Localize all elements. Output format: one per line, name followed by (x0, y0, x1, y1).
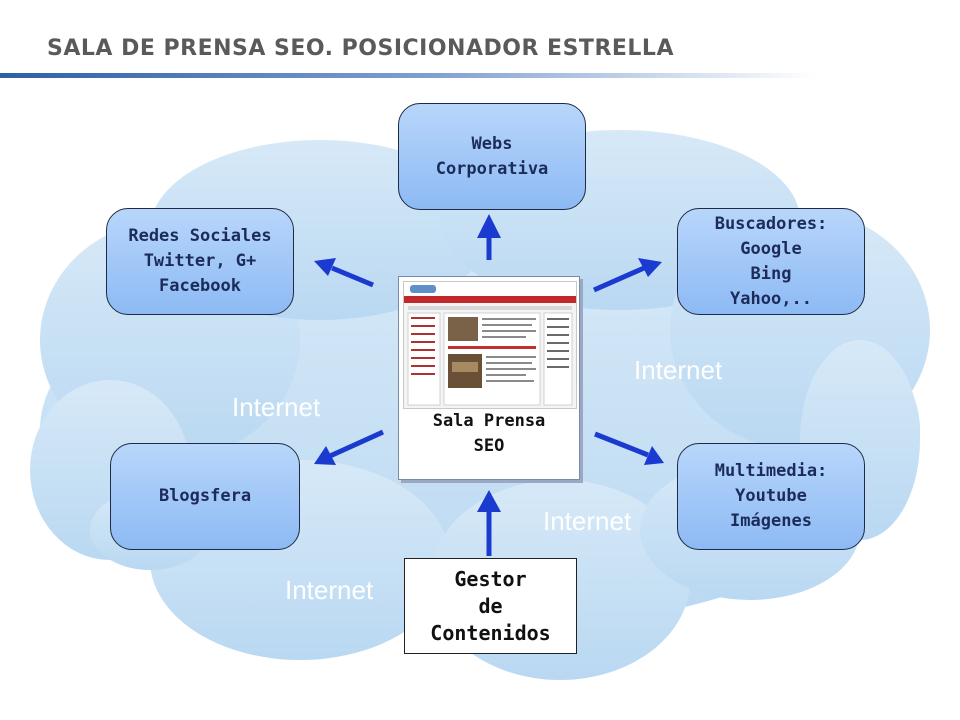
sala-prensa-label: Sala Prensa SEO (432, 411, 546, 456)
arrowhead-redes (314, 258, 336, 276)
internet-label: Internet (543, 506, 632, 536)
arrow-to-redes (331, 265, 374, 288)
arrowhead-gestor (477, 490, 501, 512)
arrowhead-blogsfera (314, 446, 336, 465)
node-gestor-contenidos: Gestor de Contenidos (404, 558, 577, 654)
internet-label: Internet (232, 392, 321, 422)
node-buscadores: Buscadores: Google Bing Yahoo,.. (677, 208, 865, 315)
title-underline (0, 73, 960, 78)
arrow-to-blogsfera (328, 429, 385, 459)
arrowhead-buscadores (638, 258, 662, 277)
connection-arrows (314, 214, 664, 556)
arrow-to-multimedia (594, 431, 649, 458)
page-title: SALA DE PRENSA SEO. POSICIONADOR ESTRELL… (47, 36, 674, 61)
website-screenshot-image (403, 281, 577, 409)
arrowhead-webs (477, 214, 501, 238)
node-blogsfera: Blogsfera (110, 443, 300, 550)
website-thumbnail-drawing (404, 282, 576, 406)
node-webs-corporativa: Webs Corporativa (398, 103, 586, 210)
internet-label: Internet (634, 355, 723, 385)
node-redes-sociales: Redes Sociales Twitter, G+ Facebook (106, 208, 294, 315)
arrow-to-buscadores (592, 265, 646, 293)
internet-label: Internet (285, 575, 374, 605)
sala-prensa-node: Sala Prensa SEO (398, 276, 580, 480)
node-multimedia: Multimedia: Youtube Imágenes (677, 443, 865, 550)
arrowhead-multimedia (644, 446, 664, 465)
